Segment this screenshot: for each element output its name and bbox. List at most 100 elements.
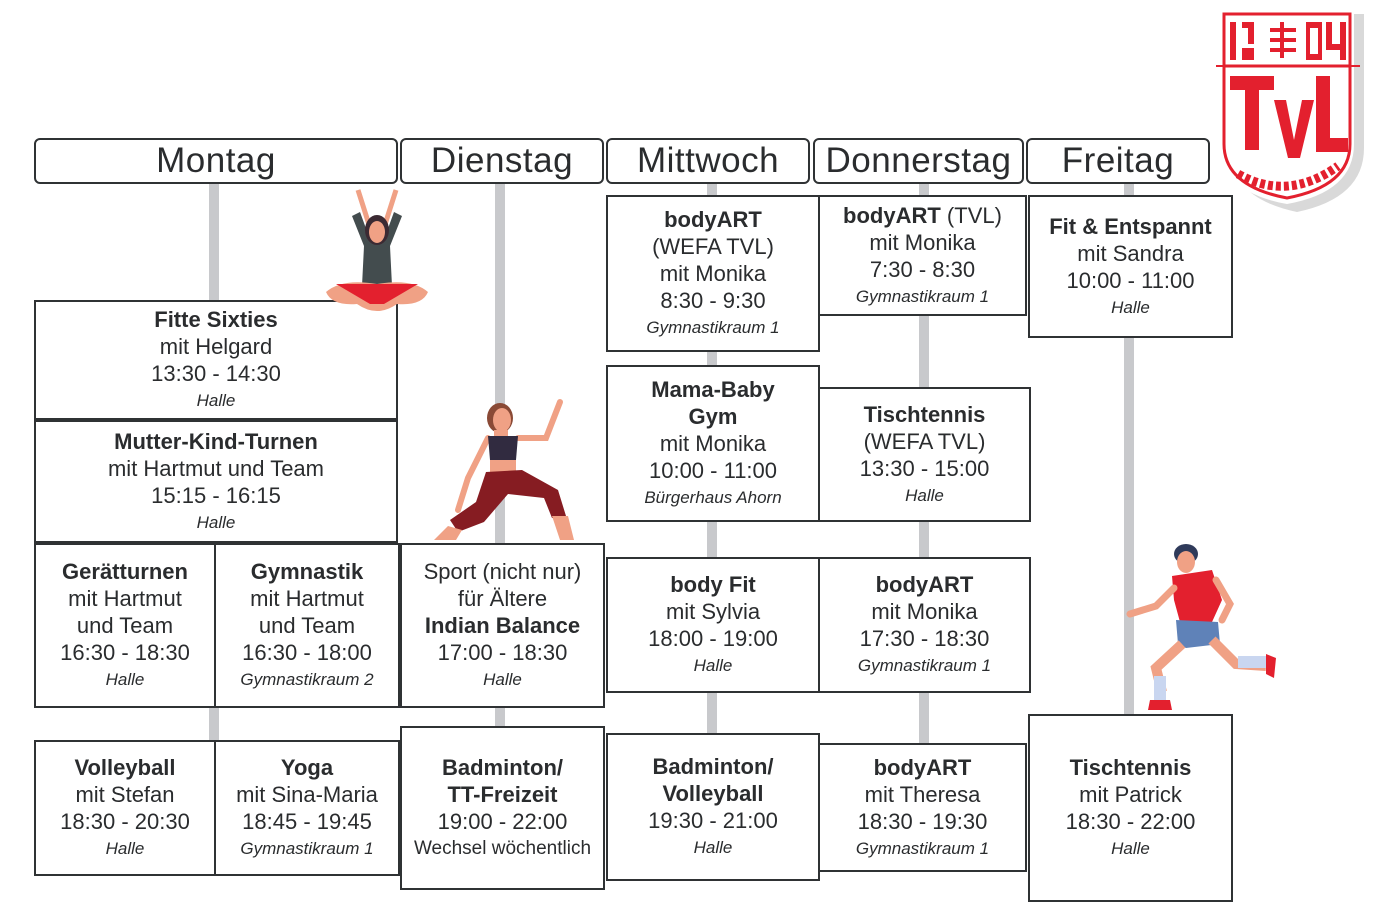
line-text: mit Sandra (1077, 240, 1184, 266)
class-title: Volleyball (74, 754, 175, 781)
line-text: 16:30 - 18:00 (242, 640, 372, 665)
timeline-connector (707, 184, 717, 195)
class-title: Indian Balance (425, 612, 580, 639)
line-text: Mutter-Kind-Turnen (114, 428, 318, 454)
class-detail: 13:30 - 15:00 (860, 455, 990, 482)
line-text: Gymnastik (250, 559, 364, 584)
timeline-connector (495, 184, 505, 543)
class-detail: 17:00 - 18:30 (438, 639, 568, 666)
line-text: 7:30 - 8:30 (869, 256, 976, 282)
line-text: mit Stefan (75, 782, 175, 807)
line-text: 19:30 - 21:00 (648, 808, 778, 833)
yoga-warrior-figure-icon (434, 399, 574, 540)
line-text: Halle (105, 670, 145, 689)
line-text: Halle (196, 512, 236, 532)
class-title: TT-Freizeit (447, 781, 557, 808)
class-detail: 18:30 - 19:30 (858, 808, 988, 835)
line-text: mit Patrick (1079, 782, 1182, 807)
timeline-connector (919, 522, 929, 557)
line-text: mit Sylvia (665, 599, 761, 624)
class-location: Gymnastikraum 1 (856, 835, 989, 862)
class-location: Gymnastikraum 1 (646, 314, 779, 341)
class-detail: 17:30 - 18:30 (860, 625, 990, 652)
line-text: mit Sina-Maria (236, 782, 378, 807)
class-detail: 19:30 - 21:00 (648, 807, 778, 834)
class-location: Halle (1111, 835, 1150, 862)
class-detail: mit Theresa (865, 781, 981, 808)
class-title: bodyART (876, 571, 974, 598)
class-detail: und Team (259, 612, 355, 639)
class-location: Gymnastikraum 1 (856, 283, 989, 310)
timeline-connector (1124, 338, 1134, 714)
line-text: TT-Freizeit (447, 782, 558, 807)
line-text: mit Theresa (864, 781, 981, 807)
timeline-connector (209, 184, 219, 300)
class-detail: 7:30 - 8:30 (870, 256, 975, 283)
class-title: Volleyball (662, 780, 763, 807)
line-text: 13:30 - 14:30 (151, 361, 281, 386)
line-text: Gerätturnen (62, 559, 188, 584)
line-text: bodyART (843, 202, 941, 228)
line-text: bodyART (875, 572, 974, 597)
line-text: bodyART (664, 207, 762, 232)
timeline-connector (707, 693, 717, 733)
line-text: Volleyball (74, 755, 176, 780)
class-detail: mit Hartmut (68, 585, 182, 612)
line-text: Halle (905, 485, 944, 505)
line-text: Halle (693, 838, 733, 857)
class-location: Halle (483, 666, 522, 693)
class-detail: und Team (77, 612, 173, 639)
timeline-connector (919, 693, 929, 743)
line-text: für Ältere (457, 586, 548, 611)
day-header-freitag: Freitag (1026, 138, 1210, 184)
class-detail: mit Sandra (1077, 240, 1183, 267)
class-location: Gymnastikraum 1 (240, 835, 373, 862)
line-text: Halle (483, 670, 522, 689)
class-title: bodyART (664, 206, 762, 233)
line-text: Indian Balance (424, 613, 581, 638)
class-detail: 18:00 - 19:00 (648, 625, 778, 652)
line-text: mit Monika (869, 229, 976, 255)
line-text: und Team (258, 613, 356, 638)
line-text: Bürgerhaus Ahorn (644, 488, 782, 507)
line-text: Gymnastikraum 1 (855, 286, 990, 306)
line-text: Badminton/ (442, 755, 563, 780)
class-detail: (WEFA TVL) (652, 233, 774, 260)
class-title: Yoga (281, 754, 333, 781)
class-location: Halle (106, 835, 145, 862)
class-title: Gerätturnen (62, 558, 188, 585)
class-title: body Fit (670, 571, 756, 598)
class-title: bodyART (874, 754, 972, 781)
line-text: Halle (196, 391, 236, 410)
day-header-dienstag: Dienstag (400, 138, 604, 184)
runner-figure-icon (1126, 544, 1276, 710)
class-location: Halle (905, 482, 944, 509)
class-title: Gymnastik (251, 558, 364, 585)
timeline-connector (919, 184, 929, 195)
class-location: Halle (197, 509, 236, 536)
class-detail: mit Monika (660, 430, 766, 457)
day-header-montag: Montag (34, 138, 398, 184)
class-location: Halle (197, 387, 236, 414)
line-text: 10:00 - 11:00 (648, 458, 778, 483)
line-text: mit Hartmut (250, 586, 364, 611)
class-detail: 10:00 - 11:00 (1066, 267, 1194, 294)
logo-lettering (1230, 22, 1348, 191)
class-detail: 8:30 - 9:30 (660, 287, 765, 314)
class-detail: mit Hartmut und Team (108, 455, 324, 482)
class-detail: mit Sylvia (666, 598, 760, 625)
class-detail: mit Monika (869, 229, 975, 256)
line-text: mit Monika (659, 261, 767, 286)
class-title: bodyART (TVL) (843, 202, 1002, 229)
class-title: Badminton/ (653, 753, 774, 780)
line-text: Halle (105, 839, 145, 858)
